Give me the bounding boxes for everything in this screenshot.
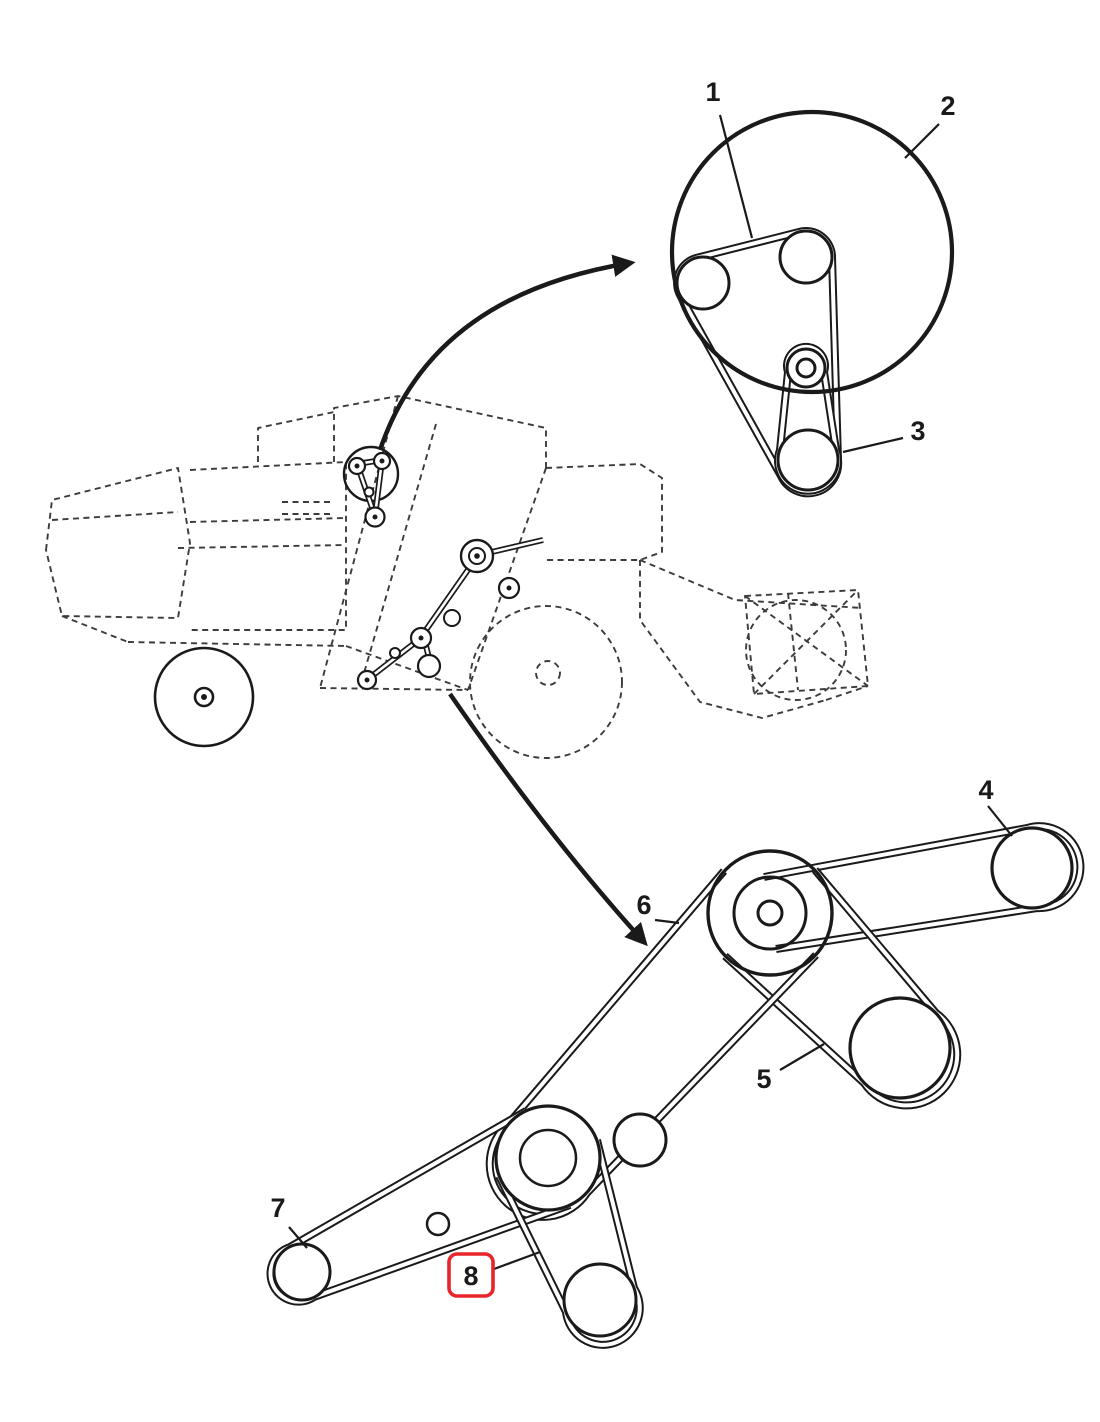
combine-outline bbox=[45, 395, 869, 759]
callout-6-label: 6 bbox=[636, 890, 651, 920]
callout-8[interactable]: 8 bbox=[447, 1250, 541, 1298]
upper-idler-left bbox=[675, 255, 731, 311]
idler-pulley bbox=[612, 1112, 668, 1168]
callout-5[interactable]: 5 bbox=[756, 1043, 825, 1094]
callout-3-leader bbox=[842, 436, 904, 454]
callout-4-leader bbox=[987, 805, 1013, 837]
small-idler bbox=[425, 1211, 451, 1237]
callout-6-leader bbox=[654, 918, 680, 925]
combine-drive-components bbox=[342, 445, 543, 691]
callout-6[interactable]: 6 bbox=[636, 890, 680, 925]
callout-4[interactable]: 4 bbox=[978, 775, 1013, 837]
callout-7-leader bbox=[288, 1226, 308, 1249]
pulley-8 bbox=[562, 1262, 638, 1338]
callout-3-label: 3 bbox=[910, 416, 925, 446]
upper-idler-top bbox=[778, 229, 834, 285]
pulley-4 bbox=[990, 826, 1074, 910]
zoom-arrow-upper-icon bbox=[377, 254, 636, 451]
header-reel-dashed-circle bbox=[745, 599, 847, 701]
front-wheel bbox=[153, 646, 255, 748]
rear-wheel-dashed-circle bbox=[469, 605, 623, 759]
callout-7-label: 7 bbox=[270, 1193, 285, 1223]
callout-2[interactable]: 2 bbox=[904, 91, 956, 159]
callout-1-leader bbox=[718, 114, 754, 239]
callout-3[interactable]: 3 bbox=[842, 416, 926, 454]
central-stacked-pulley bbox=[706, 849, 834, 977]
detail-upper-belt-drive bbox=[669, 109, 955, 493]
selected-callout-highlight bbox=[447, 1252, 495, 1298]
upper-pulley-bottom bbox=[776, 428, 840, 492]
pulley-2-large bbox=[669, 109, 955, 395]
pulley-5 bbox=[848, 996, 952, 1100]
pulley-6-lower-left bbox=[494, 1104, 602, 1212]
upper-pulley-mid bbox=[785, 347, 827, 389]
zoom-arrow-lower-icon bbox=[448, 692, 648, 947]
callout-1-label: 1 bbox=[705, 77, 720, 107]
pulley-7 bbox=[272, 1242, 332, 1302]
callout-2-leader bbox=[904, 123, 940, 159]
callout-1[interactable]: 1 bbox=[705, 77, 754, 239]
mini-pulleys bbox=[347, 451, 521, 691]
callout-2-label: 2 bbox=[940, 91, 955, 121]
callout-5-label: 5 bbox=[756, 1064, 771, 1094]
detail-lower-belt-drive bbox=[271, 826, 1081, 1345]
callout-8-leader bbox=[493, 1250, 541, 1271]
callout-8-label: 8 bbox=[463, 1261, 478, 1291]
callout-5-leader bbox=[779, 1043, 825, 1071]
callout-7[interactable]: 7 bbox=[270, 1193, 308, 1249]
callout-4-label: 4 bbox=[978, 775, 993, 805]
